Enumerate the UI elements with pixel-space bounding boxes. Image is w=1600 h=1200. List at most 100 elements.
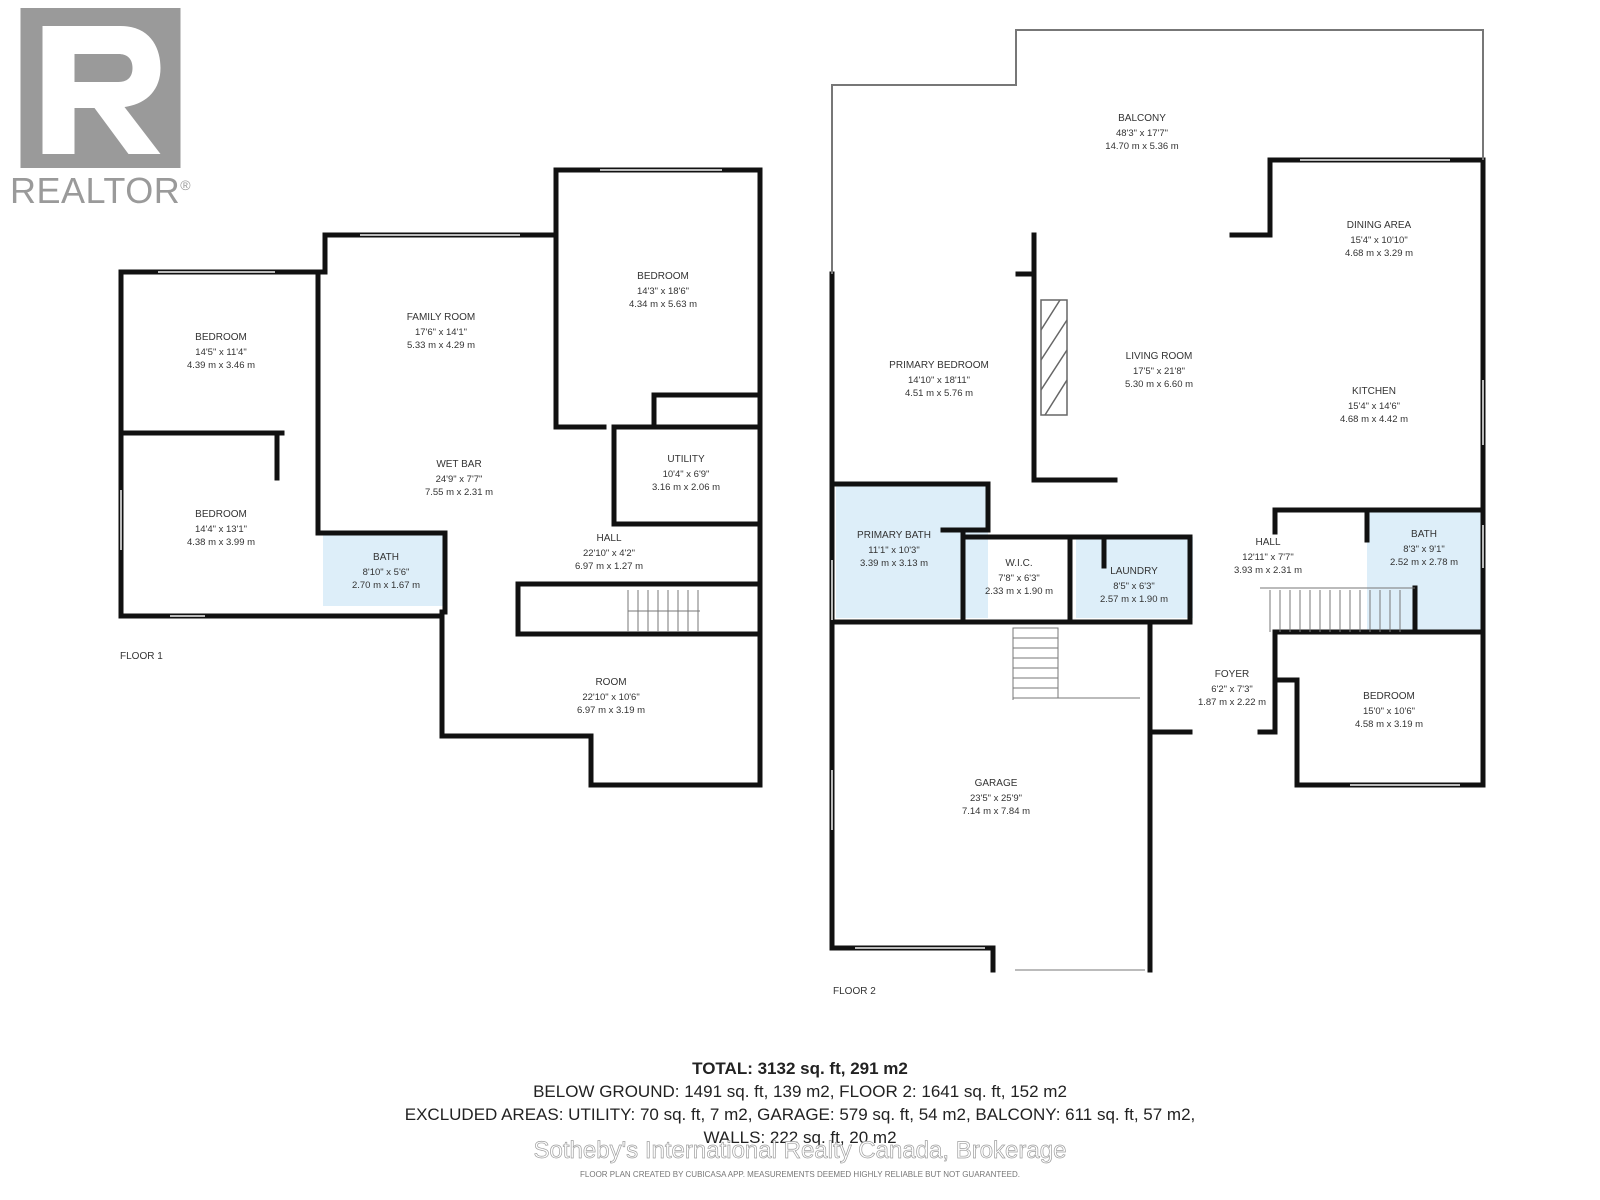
svg-text:14.70 m x 5.36 m: 14.70 m x 5.36 m <box>1105 141 1178 152</box>
svg-text:UTILITY: UTILITY <box>667 454 705 465</box>
svg-text:PRIMARY BEDROOM: PRIMARY BEDROOM <box>889 360 989 371</box>
svg-text:15'0" x 10'6": 15'0" x 10'6" <box>1363 706 1415 717</box>
svg-text:LAUNDRY: LAUNDRY <box>1110 566 1158 577</box>
svg-text:10'4" x 6'9": 10'4" x 6'9" <box>663 469 710 480</box>
svg-text:W.I.C.: W.I.C. <box>1005 558 1032 569</box>
svg-text:KITCHEN: KITCHEN <box>1352 386 1396 397</box>
room-label: HALL 12'11" x 7'7" 3.93 m x 2.31 m <box>1234 537 1302 576</box>
svg-text:5.30 m x 6.60 m: 5.30 m x 6.60 m <box>1125 379 1193 390</box>
svg-text:BALCONY: BALCONY <box>1118 113 1166 124</box>
svg-text:FOYER: FOYER <box>1215 669 1249 680</box>
svg-text:BEDROOM: BEDROOM <box>195 332 247 343</box>
fireplace-icon <box>1040 299 1068 416</box>
svg-text:14'10" x 18'11": 14'10" x 18'11" <box>908 375 970 386</box>
room-label: HALL 22'10" x 4'2" 6.97 m x 1.27 m <box>575 533 643 572</box>
svg-text:8'5" x 6'3": 8'5" x 6'3" <box>1113 581 1155 592</box>
realtor-wordmark: REALTOR® <box>10 170 192 211</box>
brokerage-watermark: Sotheby's International Realty Canada, B… <box>533 1137 1067 1165</box>
excluded-areas: EXCLUDED AREAS: UTILITY: 70 sq. ft, 7 m2… <box>404 1105 1196 1124</box>
svg-text:24'9" x 7'7": 24'9" x 7'7" <box>436 474 483 485</box>
room-label: FOYER 6'2" x 7'3" 1.87 m x 2.22 m <box>1198 669 1266 708</box>
room-label: DINING AREA 15'4" x 10'10" 4.68 m x 3.29… <box>1345 220 1413 259</box>
svg-text:7.14 m x 7.84 m: 7.14 m x 7.84 m <box>962 806 1030 817</box>
room-label: BEDROOM 14'5" x 11'4" 4.39 m x 3.46 m <box>187 332 255 371</box>
svg-text:3.39 m x 3.13 m: 3.39 m x 3.13 m <box>860 558 928 569</box>
room-label: WET BAR 24'9" x 7'7" 7.55 m x 2.31 m <box>425 459 493 498</box>
floor-plan-diagram: BEDROOM 14'5" x 11'4" 4.39 m x 3.46 m FA… <box>118 29 1486 973</box>
room-label: ROOM 22'10" x 10'6" 6.97 m x 3.19 m <box>577 677 645 716</box>
svg-text:4.38 m x 3.99 m: 4.38 m x 3.99 m <box>187 537 255 548</box>
floor1-bath-fill <box>323 534 445 606</box>
svg-text:HALL: HALL <box>1255 537 1280 548</box>
floor2-label: FLOOR 2 <box>833 986 876 997</box>
svg-text:3.16 m x 2.06 m: 3.16 m x 2.06 m <box>652 482 720 493</box>
svg-text:BEDROOM: BEDROOM <box>195 509 247 520</box>
room-label: BEDROOM 15'0" x 10'6" 4.58 m x 3.19 m <box>1355 691 1423 730</box>
room-label: BEDROOM 14'3" x 18'6" 4.34 m x 5.63 m <box>629 271 697 310</box>
svg-text:LIVING ROOM: LIVING ROOM <box>1126 351 1193 362</box>
svg-text:DINING AREA: DINING AREA <box>1347 220 1412 231</box>
room-label: W.I.C. 7'8" x 6'3" 2.33 m x 1.90 m <box>985 558 1053 597</box>
svg-text:8'10" x 5'6": 8'10" x 5'6" <box>363 567 410 578</box>
svg-text:BEDROOM: BEDROOM <box>1363 691 1415 702</box>
floor2-laundry-fill <box>1076 537 1193 618</box>
svg-text:WET BAR: WET BAR <box>436 459 481 470</box>
svg-text:12'11" x 7'7": 12'11" x 7'7" <box>1242 552 1293 563</box>
svg-text:BEDROOM: BEDROOM <box>637 271 689 282</box>
svg-text:2.33 m x 1.90 m: 2.33 m x 1.90 m <box>985 586 1053 597</box>
disclaimer: FLOOR PLAN CREATED BY CUBICASA APP. MEAS… <box>580 1170 1020 1179</box>
room-label: KITCHEN 15'4" x 14'6" 4.68 m x 4.42 m <box>1340 386 1408 425</box>
room-label: BATH 8'3" x 9'1" 2.52 m x 2.78 m <box>1390 529 1458 568</box>
floor2-balcony-rail <box>831 29 1484 274</box>
floor1-stairs <box>627 590 700 632</box>
svg-text:48'3" x 17'7": 48'3" x 17'7" <box>1116 128 1168 139</box>
svg-text:2.57 m x 1.90 m: 2.57 m x 1.90 m <box>1100 594 1168 605</box>
floor2-openings <box>831 159 1484 971</box>
svg-text:4.39 m x 3.46 m: 4.39 m x 3.46 m <box>187 360 255 371</box>
realtor-logo-icon <box>20 8 181 168</box>
room-label: UTILITY 10'4" x 6'9" 3.16 m x 2.06 m <box>652 454 720 493</box>
svg-text:6'2" x 7'3": 6'2" x 7'3" <box>1211 684 1253 695</box>
svg-text:8'3" x 9'1": 8'3" x 9'1" <box>1403 544 1445 555</box>
room-label: BEDROOM 14'4" x 13'1" 4.38 m x 3.99 m <box>187 509 255 548</box>
svg-text:PRIMARY BATH: PRIMARY BATH <box>857 530 931 541</box>
svg-text:4.34 m x 5.63 m: 4.34 m x 5.63 m <box>629 299 697 310</box>
svg-text:11'1" x 10'3": 11'1" x 10'3" <box>868 545 919 556</box>
svg-text:HALL: HALL <box>596 533 621 544</box>
svg-text:4.68 m x 4.42 m: 4.68 m x 4.42 m <box>1340 414 1408 425</box>
floor2-room-labels: BALCONY 48'3" x 17'7" 14.70 m x 5.36 m D… <box>857 113 1458 817</box>
svg-text:6.97 m x 3.19 m: 6.97 m x 3.19 m <box>577 705 645 716</box>
floor1-room-labels: BEDROOM 14'5" x 11'4" 4.39 m x 3.46 m FA… <box>187 271 720 716</box>
area-summary: TOTAL: 3132 sq. ft, 291 m2 BELOW GROUND:… <box>0 1058 1600 1149</box>
svg-text:14'4" x 13'1": 14'4" x 13'1" <box>195 524 247 535</box>
floor2-stairs <box>1012 587 1415 700</box>
floor1-label: FLOOR 1 <box>120 651 163 662</box>
svg-text:2.70 m x 1.67 m: 2.70 m x 1.67 m <box>352 580 420 591</box>
svg-text:7'8" x 6'3": 7'8" x 6'3" <box>998 573 1040 584</box>
svg-text:17'6" x 14'1": 17'6" x 14'1" <box>415 327 467 338</box>
svg-text:2.52 m x 2.78 m: 2.52 m x 2.78 m <box>1390 557 1458 568</box>
room-label: GARAGE 23'5" x 25'9" 7.14 m x 7.84 m <box>962 778 1030 817</box>
svg-text:22'10" x 4'2": 22'10" x 4'2" <box>583 548 635 559</box>
svg-text:GARAGE: GARAGE <box>975 778 1018 789</box>
svg-text:7.55 m x 2.31 m: 7.55 m x 2.31 m <box>425 487 493 498</box>
svg-text:5.33 m x 4.29 m: 5.33 m x 4.29 m <box>407 340 475 351</box>
svg-text:4.51 m x 5.76 m: 4.51 m x 5.76 m <box>905 388 973 399</box>
svg-text:FAMILY ROOM: FAMILY ROOM <box>407 312 476 323</box>
svg-text:15'4" x 10'10": 15'4" x 10'10" <box>1350 235 1407 246</box>
svg-text:4.58 m x 3.19 m: 4.58 m x 3.19 m <box>1355 719 1423 730</box>
room-label: FAMILY ROOM 17'6" x 14'1" 5.33 m x 4.29 … <box>407 312 476 351</box>
svg-text:6.97 m x 1.27 m: 6.97 m x 1.27 m <box>575 561 643 572</box>
svg-text:1.87 m x 2.22 m: 1.87 m x 2.22 m <box>1198 697 1266 708</box>
room-label: PRIMARY BATH 11'1" x 10'3" 3.39 m x 3.13… <box>857 530 931 569</box>
walls-area: WALLS: 222 sq. ft, 20 m2 <box>703 1128 897 1147</box>
total-area: TOTAL: 3132 sq. ft, 291 m2 <box>692 1059 908 1078</box>
svg-text:17'5" x 21'8": 17'5" x 21'8" <box>1133 366 1185 377</box>
room-label: PRIMARY BEDROOM 14'10" x 18'11" 4.51 m x… <box>889 360 989 399</box>
svg-text:23'5" x 25'9": 23'5" x 25'9" <box>970 793 1022 804</box>
floor1-openings <box>120 169 722 617</box>
svg-text:ROOM: ROOM <box>595 677 626 688</box>
room-label: LAUNDRY 8'5" x 6'3" 2.57 m x 1.90 m <box>1100 566 1168 605</box>
svg-text:14'3" x 18'6": 14'3" x 18'6" <box>637 286 689 297</box>
svg-text:14'5" x 11'4": 14'5" x 11'4" <box>195 347 246 358</box>
